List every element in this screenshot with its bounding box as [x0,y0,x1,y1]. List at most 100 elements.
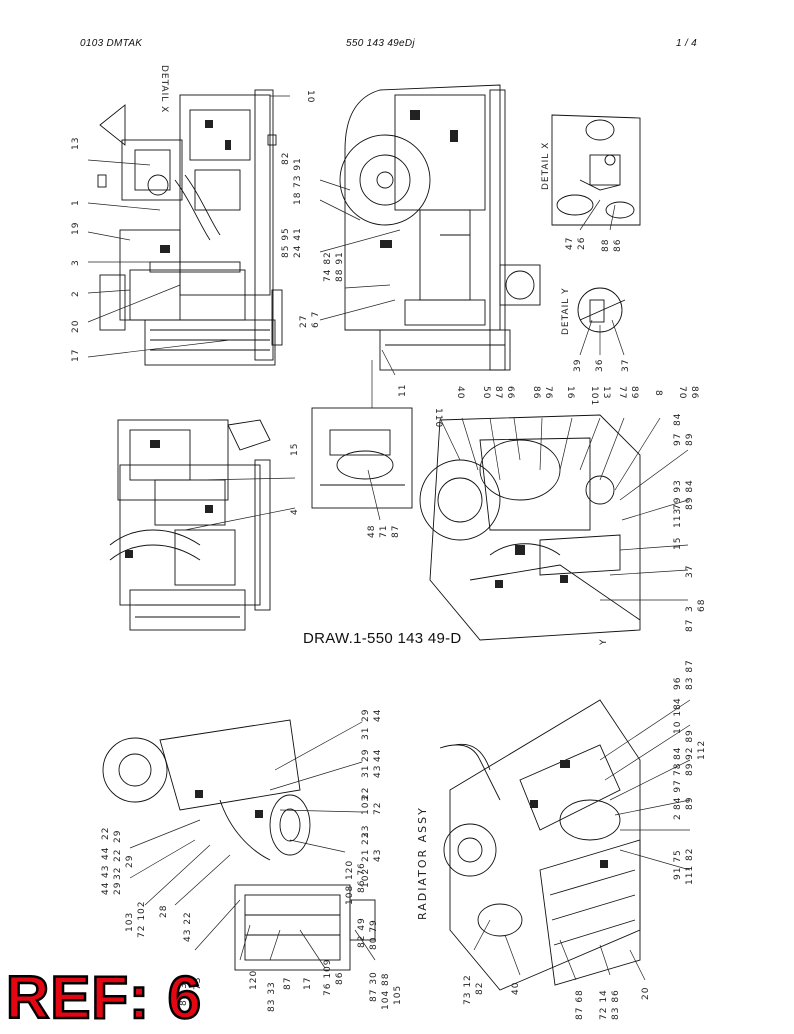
callout-label: 10 18 [673,703,683,734]
callout-label: 97 [673,433,683,446]
callout-label: 15 [673,537,683,550]
genset-isometric-view: 110 40 50 87 66 86 76 16 101 13 77 89 8 … [419,386,707,647]
callout-label: 6 7 [311,311,321,328]
callout-label: 104 88 [381,973,391,1011]
callout-label: 84 [673,747,683,760]
alternator-detail-inset: 48 71 87 [311,360,413,538]
callout-label: 89 [685,797,695,810]
callout-label: 11 [398,384,408,397]
callout-label: 89 84 [685,479,695,510]
callout-label: 43 [101,865,111,878]
callout-label: 82 [281,152,291,165]
callout-label: 92 89 [685,729,695,760]
callout-label: 73 [193,977,203,990]
callout-label: 82 49 [357,917,367,948]
callout-label: 83 86 [611,989,621,1020]
callout-label: 86 [531,386,541,399]
detail-x-label: DETAIL X [159,65,169,113]
callout-label: 86 [335,972,345,985]
exploded-engine-view: 31 29 44 31 29 22 43 44 23 103 72 21 23 … [101,709,429,1012]
callout-label: 13 [601,386,611,399]
callout-label: 91 75 [673,849,683,880]
detail-x-inset: DETAIL X 47 26 88 86 [541,114,641,252]
callout-label: 13 [71,137,81,150]
callout-label: 111 82 [685,848,695,886]
callout-label: 66 [505,386,515,399]
callout-label: 10 [305,90,315,103]
callout-label: 44 [373,749,383,762]
callout-label: 87 [391,525,401,538]
callout-label: 37 [621,359,631,372]
callout-label: 1 [71,199,81,206]
callout-label: 86 [689,386,699,399]
callout-label: 87 30 [369,971,379,1002]
callout-label: 18 [293,192,303,205]
callout-label: 87 [493,386,503,399]
callout-label: 85 95 [281,227,291,258]
callout-label: 44 [101,882,111,895]
engine-side-view: 10 13 1 19 3 2 20 17 DETAIL X [71,65,315,366]
callout-label: 88 91 [335,251,345,282]
radiator-assy-label: RADIATOR ASSY [416,806,429,920]
callout-label: 84 97 [673,779,683,810]
callout-label: 22 [361,787,371,800]
callout-label: 17 [303,977,313,990]
callout-label: 76 [543,386,553,399]
callout-label: 32 [113,867,123,880]
callout-label: 96 [673,677,683,690]
callout-label: 88 34 [179,975,189,1006]
callout-label: 83 33 [267,981,277,1012]
callout-label: 43 [373,765,383,778]
callout-label: 3 [71,259,81,266]
genset-full-isometric-view: 96 83 87 4 10 18 84 78 89 92 89 112 84 9… [439,659,707,1020]
callout-label: 26 [577,237,587,250]
callout-label: 101 [589,386,599,406]
callout-label: 110 [433,408,443,428]
callout-label: 89 [685,433,695,446]
callout-label: 87 68 [575,989,585,1020]
genset-front-view: 82 73 91 18 85 95 24 41 74 82 88 91 27 6… [281,84,541,397]
callout-label: 120 [249,970,259,990]
callout-label: 89 [629,386,639,399]
callout-label: 3 [685,605,695,612]
callout-label: 70 [677,386,687,399]
callout-label: 2 [673,813,683,820]
callout-label: 29 [361,709,371,722]
header-left-code: 0103 DMTAK [80,38,143,49]
callout-label: 29 [361,749,371,762]
callout-label: 22 [113,849,123,862]
callout-label: 15 [290,443,300,456]
callout-label: 72 102 [137,901,147,939]
callout-label: 16 [565,386,575,399]
callout-label: 72 14 [599,989,609,1020]
callout-label: 4 [290,508,300,515]
drawing-title: DRAW.1-550 143 49-D [303,630,462,647]
callout-label: 31 [361,727,371,740]
engine-top-view: 15 4 [109,419,300,631]
detail-x-label: DETAIL X [541,142,551,190]
callout-label: 20 [71,320,81,333]
callout-label: 68 [697,599,707,612]
callout-label: Y [599,639,609,647]
callout-label: 83 87 [685,659,695,690]
callout-label: 120 [345,860,355,880]
callout-label: 82 [475,982,485,995]
callout-label: 40 [511,982,521,995]
callout-label: 80 79 [369,919,379,950]
callout-label: 71 [379,525,389,538]
callout-label: 78 [673,763,683,776]
callout-label: 73 91 [293,157,303,188]
callout-label: 2 [71,290,81,297]
callout-label: 22 [101,827,111,840]
callout-label: 72 [373,802,383,815]
callout-label: 27 [299,315,309,328]
callout-label: 84 [673,413,683,426]
callout-label: 88 [601,239,611,252]
callout-label: 50 [481,386,491,399]
callout-label: 28 [159,905,169,918]
callout-label: 24 41 [293,227,303,258]
callout-label: 89 [685,763,695,776]
callout-label: 39 [573,359,583,372]
callout-label: 76 109 [323,959,333,997]
